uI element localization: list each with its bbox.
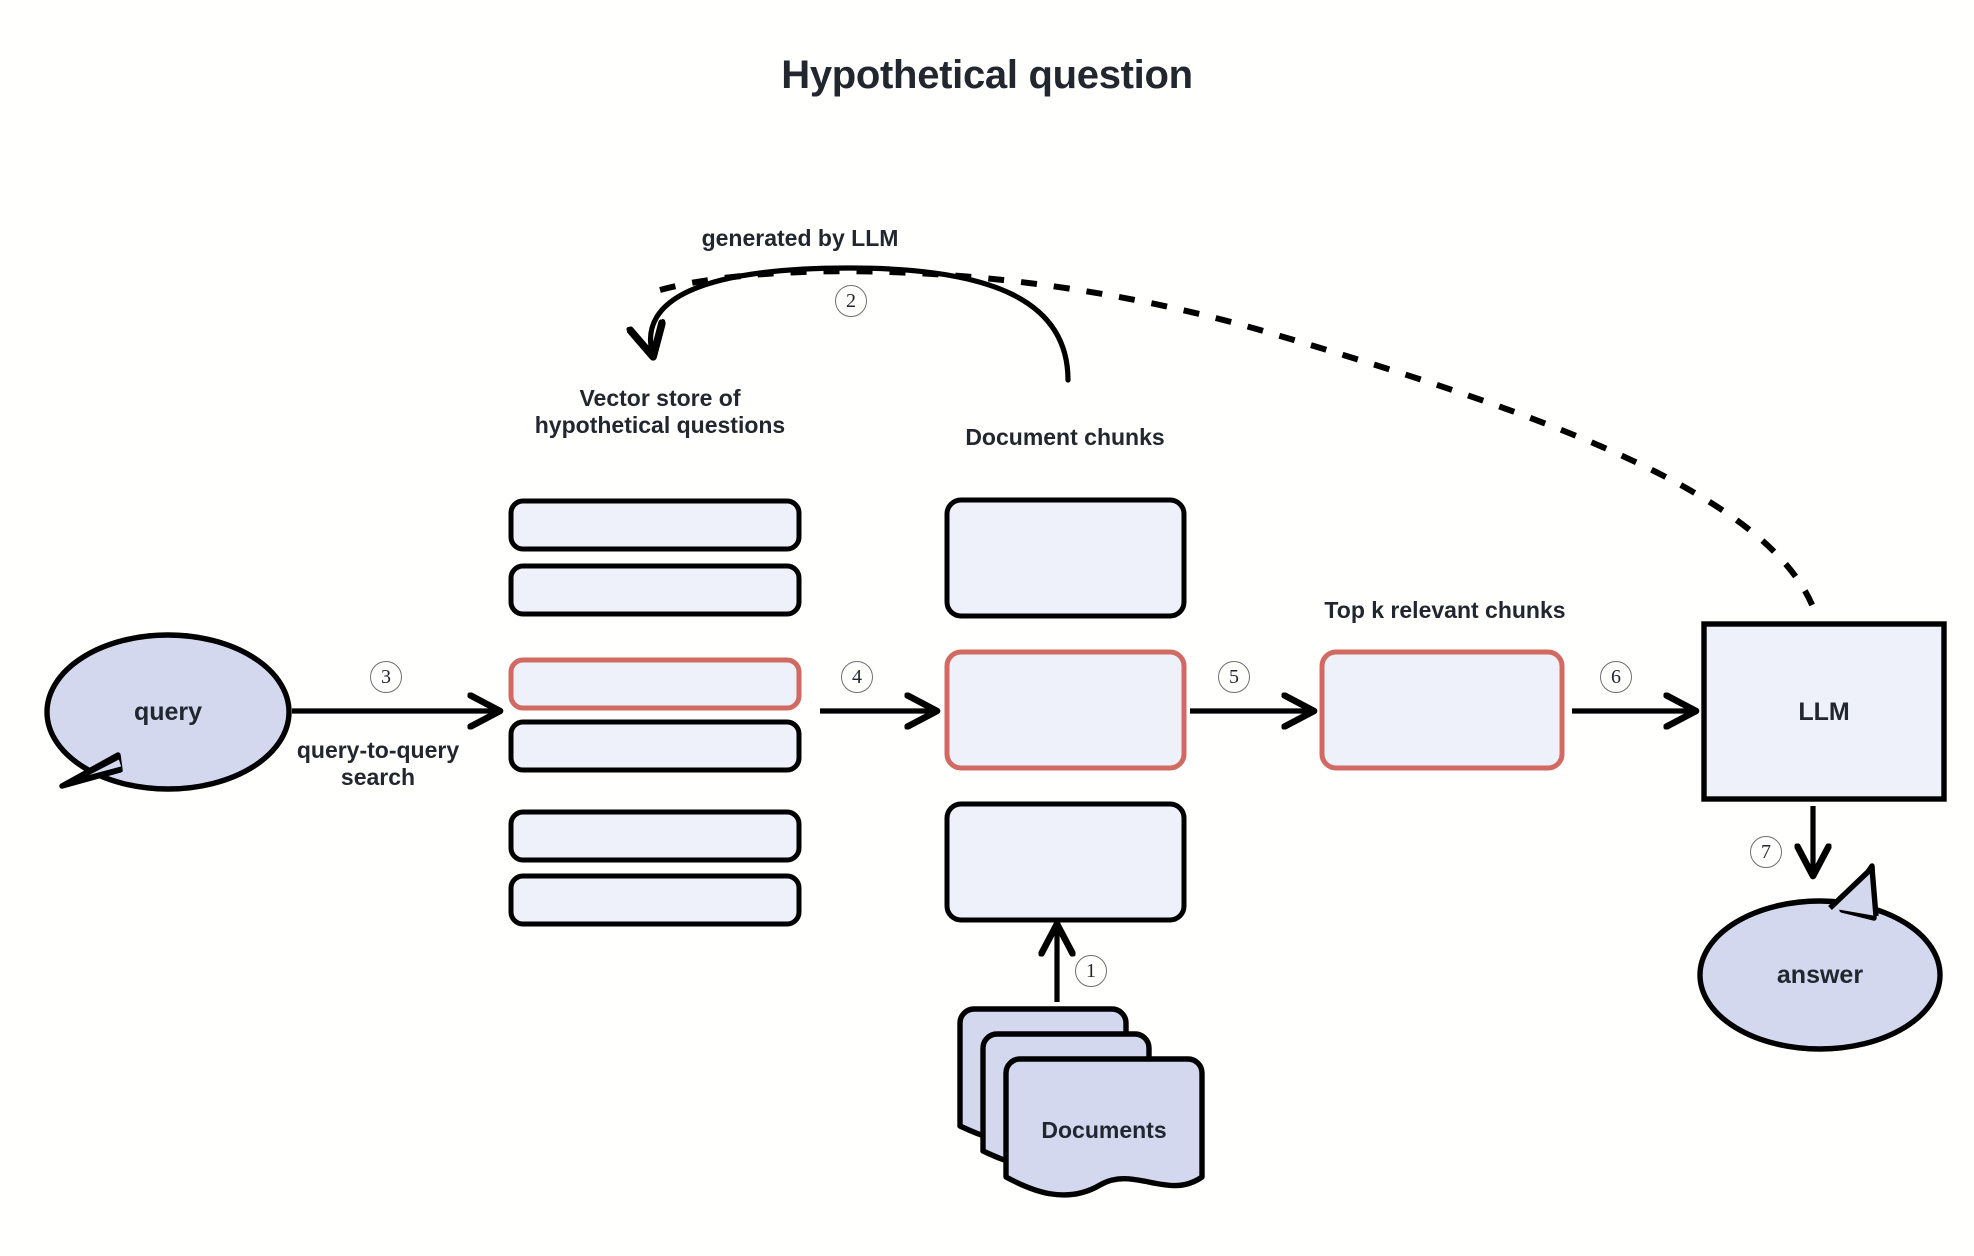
step-badge-3: 3 bbox=[370, 661, 402, 693]
llm-box[interactable] bbox=[1701, 621, 1947, 802]
answer-label: answer bbox=[1776, 960, 1864, 989]
step-badge-2: 2 bbox=[835, 285, 867, 317]
documents-stack[interactable] bbox=[957, 1006, 1205, 1198]
documents-label: Documents bbox=[1041, 1116, 1167, 1143]
query-bubble[interactable] bbox=[44, 632, 292, 792]
vector-store-row-3[interactable] bbox=[508, 657, 802, 711]
label-document-chunks: Document chunks bbox=[965, 424, 1165, 450]
label-query-to-query-search: query-to-query search bbox=[296, 737, 460, 791]
label-top-k-chunks: Top k relevant chunks bbox=[1324, 597, 1566, 623]
query-label: query bbox=[133, 697, 203, 726]
vector-store-row-4[interactable] bbox=[508, 719, 802, 773]
step-badge-4: 4 bbox=[841, 661, 873, 693]
step-badge-6: 6 bbox=[1600, 661, 1632, 693]
answer-bubble[interactable] bbox=[1697, 863, 1943, 1052]
arrow-dashed-to-llm bbox=[659, 268, 1820, 619]
vector-store-row-1[interactable] bbox=[508, 498, 802, 552]
document-sheet-middle bbox=[980, 1031, 1152, 1169]
vector-store-row-6[interactable] bbox=[508, 873, 802, 927]
label-generated-by-llm: generated by LLM bbox=[701, 225, 899, 251]
step-badge-1: 1 bbox=[1075, 955, 1107, 987]
document-chunk-2[interactable] bbox=[944, 649, 1187, 771]
step-badge-7: 7 bbox=[1750, 836, 1782, 868]
document-sheet-back bbox=[957, 1006, 1129, 1144]
llm-label: LLM bbox=[1798, 697, 1850, 726]
label-vector-store: Vector store of hypothetical questions bbox=[534, 385, 786, 439]
vector-store-row-5[interactable] bbox=[508, 809, 802, 863]
document-sheet-front bbox=[1003, 1056, 1205, 1198]
top-k-chunk-1[interactable] bbox=[1319, 649, 1565, 771]
document-chunks bbox=[944, 497, 1187, 923]
vector-store-rows bbox=[508, 498, 802, 927]
vector-store-row-2[interactable] bbox=[508, 563, 802, 617]
document-chunk-1[interactable] bbox=[944, 497, 1187, 619]
arrow-generated-by-llm bbox=[651, 265, 1071, 383]
document-chunk-3[interactable] bbox=[944, 801, 1187, 923]
step-badge-5: 5 bbox=[1218, 661, 1250, 693]
page-title: Hypothetical question bbox=[781, 53, 1193, 97]
